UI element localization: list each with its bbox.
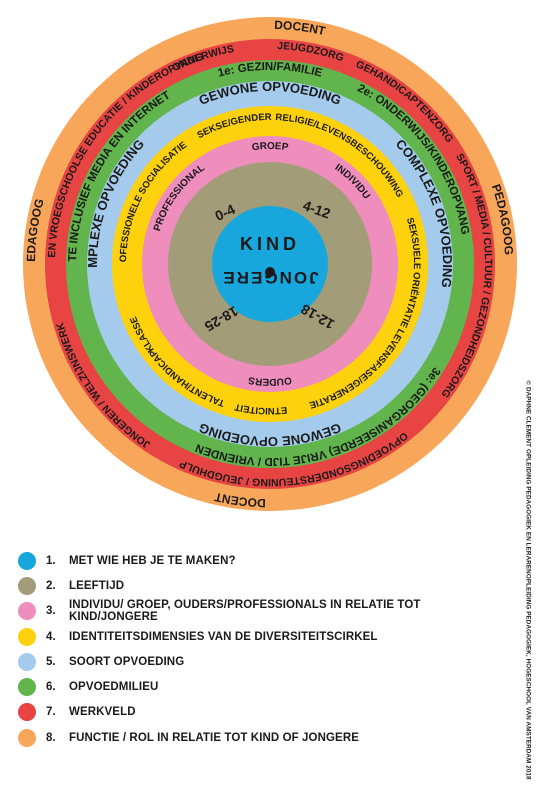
legend-item: 2. LEEFTIJD [18,573,498,598]
legend-dot [18,652,36,671]
legend-item: 7. WERKVELD [18,700,498,725]
role-left: PEDAGOOG [0,0,47,262]
group-bottom: OUDERS [247,374,292,387]
legend-dot [18,678,36,697]
center-label-kind: KIND [240,234,300,254]
copyright-text: © DAPHNE CLEMENT OPLEIDING PEDAGOGIEK EN… [524,380,532,780]
legend-item: 6. OPVOEDMILIEU [18,674,498,699]
legend-label: SOORT OPVOEDING [69,655,185,668]
legend-label: IDENTITEITSDIMENSIES VAN DE DIVERSITEITS… [69,630,378,643]
legend-number: 2. [46,579,56,592]
legend-item: 8. FUNCTIE / ROL IN RELATIE TOT KIND OF … [18,725,498,750]
legend-label: LEEFTIJD [69,579,125,592]
legend-number: 8. [46,731,56,744]
center-label-jongere: JONGERE [221,268,318,287]
diversity-circle-diagram: KIND JONGERE 0-4 4-12 12-18 18-25 GROEP … [0,0,517,511]
legend-number: 4. [46,630,56,643]
legend-dot [18,602,36,621]
legend-label: INDIVIDU/ GROEP, OUDERS/PROFESSIONALS IN… [69,599,421,624]
legend: 1. MET WIE HEB JE TE MAKEN? 2. LEEFTIJD … [18,548,498,750]
center-dot [265,267,275,277]
legend-number: 6. [46,681,56,694]
legend-number: 5. [46,655,56,668]
legend-number: 1. [46,554,56,567]
legend-label: OPVOEDMILIEU [69,681,159,694]
legend-number: 3. [46,605,56,618]
legend-dot [18,551,36,570]
group-top: GROEP [251,141,289,153]
rings [23,17,517,511]
ring-center [212,206,328,322]
legend-dot [18,627,36,646]
legend-dot [18,703,36,722]
legend-label: MET WIE HEB JE TE MAKEN? [69,554,236,567]
legend-item: 1. MET WIE HEB JE TE MAKEN? [18,548,498,573]
legend-item: 3. INDIVIDU/ GROEP, OUDERS/PROFESSIONALS… [18,599,498,624]
legend-item: 4. IDENTITEITSDIMENSIES VAN DE DIVERSITE… [18,624,498,649]
legend-dot [18,728,36,747]
legend-label: FUNCTIE / ROL IN RELATIE TOT KIND OF JON… [69,731,359,744]
legend-item: 5. SOORT OPVOEDING [18,649,498,674]
copyright-notice: © DAPHNE CLEMENT OPLEIDING PEDAGOGIEK EN… [522,380,534,779]
legend-label: WERKVELD [69,706,136,719]
legend-dot [18,576,36,595]
age-0-4: 0-4 [212,201,237,224]
legend-number: 7. [46,706,56,719]
